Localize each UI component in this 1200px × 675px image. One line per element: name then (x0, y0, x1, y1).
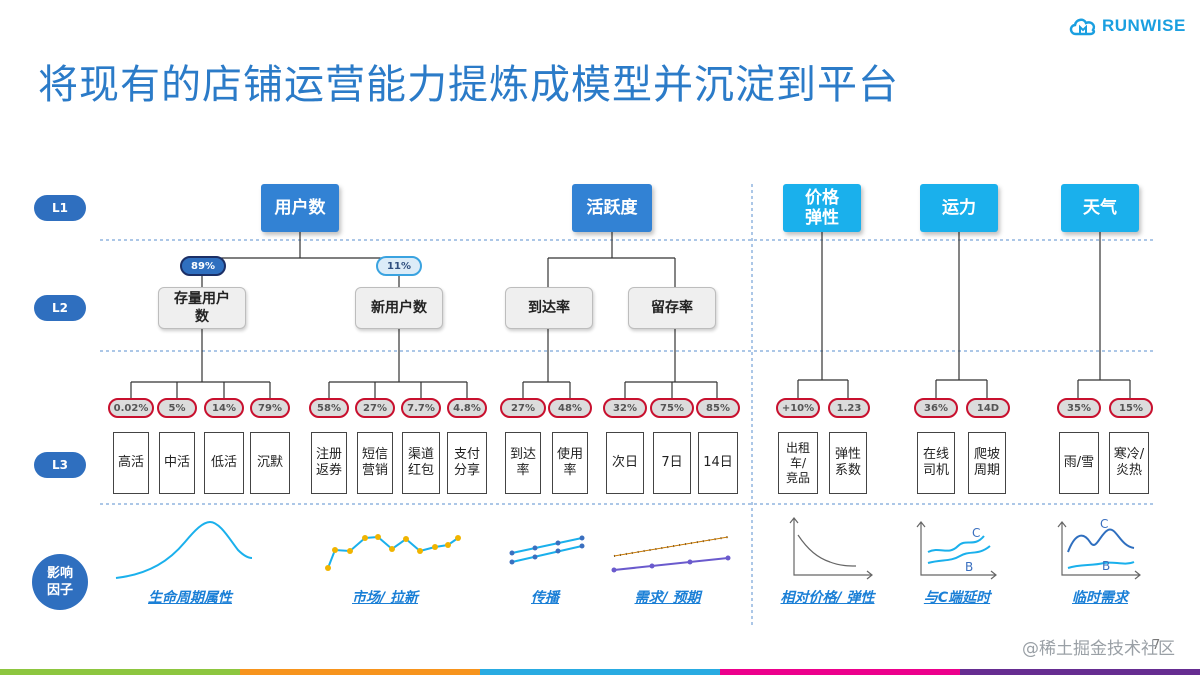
l3-node: 在线 司机 (917, 432, 955, 494)
l3-pill: 0.02% (108, 398, 154, 418)
chart-label-c: C (1100, 517, 1108, 531)
level-badge-l1: L1 (34, 195, 86, 221)
l3-pill: 14% (204, 398, 244, 418)
l3-node: 出租 车/ 竞品 (778, 432, 818, 494)
l3-pill: 4.8% (447, 398, 487, 418)
factor-caption-lifecycle: 生命周期属性 (148, 590, 232, 606)
l3-node: 中活 (159, 432, 195, 494)
watermark: @稀土掘金技术社区 (1022, 639, 1175, 659)
l3-node: 弹性 系数 (829, 432, 867, 494)
l2-node-new-users: 新用户数 (355, 287, 443, 329)
l1-node-weather: 天气 (1061, 184, 1139, 232)
l3-node: 注册 返券 (311, 432, 347, 494)
l3-node: 使用 率 (552, 432, 588, 494)
l3-pill: 75% (650, 398, 694, 418)
l3-node: 寒冷/ 炎热 (1109, 432, 1149, 494)
l3-pill: +10% (776, 398, 820, 418)
l3-pill: 79% (250, 398, 290, 418)
temporary-demand-chart-icon (1057, 521, 1141, 580)
capacity-chart-icon (916, 521, 997, 580)
l3-node: 渠道 红包 (402, 432, 440, 494)
l1-node-price-elasticity: 价格 弹性 (783, 184, 861, 232)
l3-node: 爬坡 周期 (968, 432, 1006, 494)
l3-pill: 1.23 (828, 398, 870, 418)
page-title: 将现有的店铺运营能力提炼成模型并沉淀到平台 (38, 62, 899, 108)
l1-node-users: 用户数 (261, 184, 339, 232)
l3-pill: 15% (1109, 398, 1153, 418)
l3-pill: 36% (914, 398, 958, 418)
l3-pill: 7.7% (401, 398, 441, 418)
l3-pill: 85% (696, 398, 740, 418)
demand-lines-icon (611, 536, 731, 573)
l3-pill: 5% (157, 398, 197, 418)
lifecycle-curve-icon (115, 520, 253, 579)
logo: RUNWISE (1068, 12, 1186, 40)
factor-caption-capacity: 与C端延时 (923, 590, 991, 606)
l3-node: 14日 (698, 432, 738, 494)
l2-node-retention-rate: 留存率 (628, 287, 716, 329)
factor-caption-price: 相对价格/ 弹性 (780, 590, 875, 606)
l2-pill-existing: 89% (180, 256, 226, 276)
l3-pill: 32% (603, 398, 647, 418)
factor-caption-spread: 传播 (531, 590, 559, 606)
l3-pill: 35% (1057, 398, 1101, 418)
l3-node: 7日 (653, 432, 691, 494)
l3-pill: 27% (500, 398, 546, 418)
l3-node: 到达 率 (505, 432, 541, 494)
factor-caption-demand: 需求/ 预期 (634, 590, 701, 606)
l3-node: 低活 (204, 432, 244, 494)
factor-caption-temporary: 临时需求 (1072, 590, 1128, 606)
chart-label-b: B (1102, 559, 1110, 573)
l2-node-arrival-rate: 到达率 (505, 287, 593, 329)
l3-node: 短信 营销 (357, 432, 393, 494)
chart-label-b: B (965, 560, 973, 574)
l3-node: 高活 (113, 432, 149, 494)
l1-node-activity: 活跃度 (572, 184, 652, 232)
level-badge-l2: L2 (34, 295, 86, 321)
cloud-icon (1069, 18, 1096, 36)
l2-node-existing-users: 存量用户 数 (158, 287, 246, 329)
chart-label-c: C (972, 526, 980, 540)
level-badge-factors: 影响 因子 (32, 554, 88, 610)
factor-caption-market: 市场/ 拉新 (352, 590, 418, 606)
l2-pill-new: 11% (376, 256, 422, 276)
logo-text: RUNWISE (1102, 16, 1186, 35)
l1-node-capacity: 运力 (920, 184, 998, 232)
spread-lines-icon (509, 535, 585, 565)
l3-pill: 27% (355, 398, 395, 418)
l3-node: 支付 分享 (447, 432, 487, 494)
page-number: 7 (1152, 638, 1161, 653)
level-badge-l3: L3 (34, 452, 86, 478)
l3-pill: 58% (309, 398, 349, 418)
l3-node: 雨/雪 (1059, 432, 1099, 494)
l3-node: 次日 (606, 432, 644, 494)
l3-node: 沉默 (250, 432, 290, 494)
price-elasticity-chart-icon (789, 517, 873, 580)
footer-color-bar (0, 669, 1200, 675)
l3-pill: 14D (966, 398, 1010, 418)
l3-pill: 48% (548, 398, 592, 418)
